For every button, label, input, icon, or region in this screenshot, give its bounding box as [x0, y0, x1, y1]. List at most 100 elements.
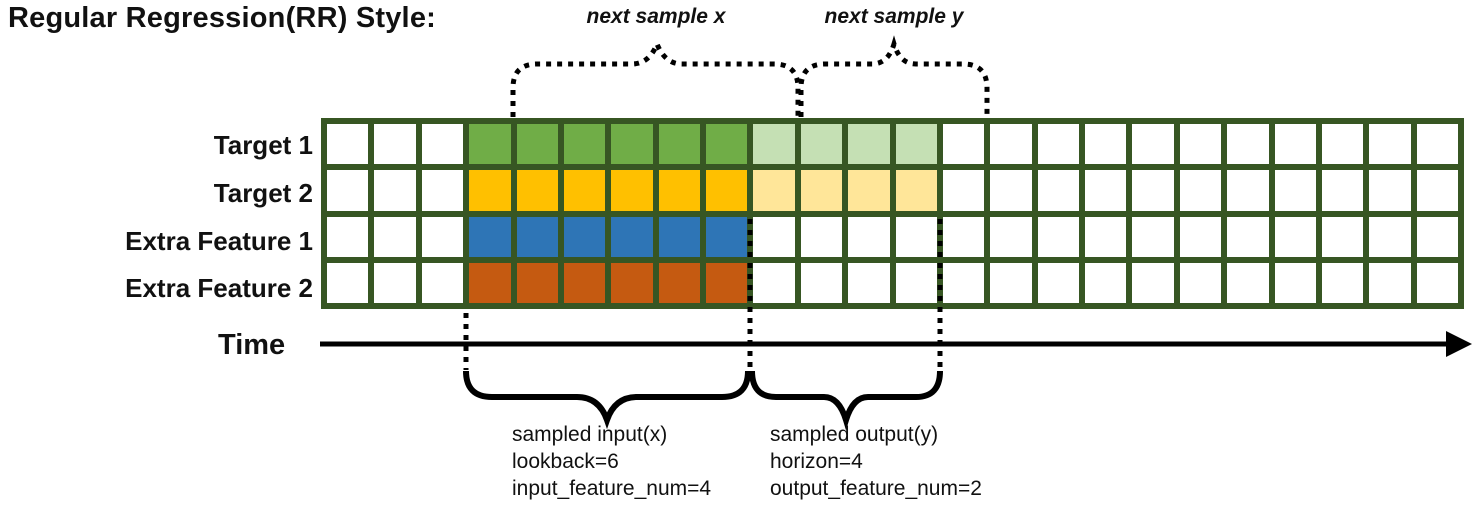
grid-cell	[1227, 262, 1269, 303]
grid-cell	[895, 262, 937, 303]
grid-cell	[516, 216, 558, 257]
grid-cell	[1369, 170, 1411, 211]
lookback-value: lookback=6	[512, 450, 619, 473]
grid-cell	[895, 170, 937, 211]
grid-cell	[516, 124, 558, 165]
sampled-output-note: sampled output(y) horizon=4 output_featu…	[770, 421, 982, 502]
grid-cell	[942, 170, 985, 211]
grid-cell	[1369, 124, 1411, 165]
grid-cell	[1037, 216, 1079, 257]
grid-cell	[469, 262, 511, 303]
grid-cell	[1132, 216, 1174, 257]
grid-cell	[753, 216, 795, 257]
grid-cell	[800, 262, 843, 303]
grid-cell	[1416, 124, 1458, 165]
grid-cell	[1321, 216, 1364, 257]
row-label-extra-feature-1: Extra Feature 1	[125, 226, 313, 256]
grid-cell	[706, 170, 748, 211]
grid-cell	[800, 170, 843, 211]
grid-cell	[563, 170, 606, 211]
grid-cell	[658, 216, 700, 257]
grid-cell	[611, 124, 653, 165]
grid-cell	[1132, 124, 1174, 165]
grid-cell	[421, 124, 464, 165]
grid-cell	[990, 216, 1032, 257]
next-sample-y-brace	[798, 35, 990, 117]
grid-cell	[895, 216, 937, 257]
grid-cell	[1274, 170, 1316, 211]
grid-cell	[374, 262, 416, 303]
grid-cell	[1416, 170, 1458, 211]
grid-cell	[374, 216, 416, 257]
time-axis-arrowhead-icon	[1446, 331, 1472, 357]
grid-cell	[1369, 262, 1411, 303]
grid-cell	[990, 262, 1032, 303]
grid-cell	[942, 262, 985, 303]
grid-cell	[1037, 124, 1079, 165]
grid-cell	[327, 124, 369, 165]
grid-cell	[1321, 262, 1364, 303]
grid-cell	[516, 262, 558, 303]
grid-cell	[1416, 216, 1458, 257]
next-sample-x-brace	[510, 37, 801, 117]
time-axis-label: Time	[218, 329, 286, 361]
grid-cell	[1274, 216, 1316, 257]
grid-cell	[1416, 262, 1458, 303]
grid-cell	[1274, 124, 1316, 165]
sampled-output-title: sampled output(y)	[770, 423, 939, 446]
grid-cell	[611, 170, 653, 211]
grid-cell	[706, 124, 748, 165]
row-label-target-1: Target 1	[213, 130, 313, 160]
grid-cell	[990, 124, 1032, 165]
grid-cell	[1179, 124, 1222, 165]
grid-cell	[1227, 124, 1269, 165]
grid-cell	[1321, 170, 1364, 211]
grid-cell	[1085, 170, 1127, 211]
grid-cell	[469, 216, 511, 257]
row-label-extra-feature-2: Extra Feature 2	[125, 273, 313, 303]
grid-cell	[327, 216, 369, 257]
grid-cell	[516, 170, 558, 211]
grid-cell	[848, 216, 890, 257]
sampled-input-brace	[463, 370, 751, 430]
grid-cell	[327, 262, 369, 303]
row-label-target-2: Target 2	[213, 178, 313, 208]
grid-cell	[706, 216, 748, 257]
page-title: Regular Regression(RR) Style:	[8, 2, 436, 34]
output-feature-num-value: output_feature_num=2	[770, 477, 982, 500]
grid-cell	[848, 262, 890, 303]
grid-cell	[374, 124, 416, 165]
grid-cell	[1037, 170, 1079, 211]
grid-cell	[563, 262, 606, 303]
sampled-output-brace	[749, 370, 943, 431]
grid-cell	[895, 124, 937, 165]
grid-cell	[469, 170, 511, 211]
grid-cell	[706, 262, 748, 303]
grid-cell	[421, 170, 464, 211]
grid-cell	[1085, 216, 1127, 257]
grid-cell	[1037, 262, 1079, 303]
grid-cell	[990, 170, 1032, 211]
grid-cell	[563, 216, 606, 257]
grid-cell	[753, 170, 795, 211]
grid-cell	[374, 170, 416, 211]
grid-cell	[658, 124, 700, 165]
grid-cell	[753, 124, 795, 165]
grid-cell	[1227, 216, 1269, 257]
next-sample-y-label: next sample y	[824, 5, 964, 28]
grid-cell	[800, 124, 843, 165]
grid-cell	[611, 216, 653, 257]
grid	[321, 118, 1464, 309]
grid-cell	[421, 216, 464, 257]
sampled-input-note: sampled input(x) lookback=6 input_featur…	[512, 421, 711, 502]
grid-cell	[1132, 170, 1174, 211]
grid-cell	[1227, 170, 1269, 211]
grid-cell	[848, 170, 890, 211]
grid-cell	[421, 262, 464, 303]
grid-cell	[1179, 262, 1222, 303]
grid-cell	[1085, 124, 1127, 165]
grid-cell	[658, 262, 700, 303]
grid-cell	[469, 124, 511, 165]
grid-cell	[1369, 216, 1411, 257]
